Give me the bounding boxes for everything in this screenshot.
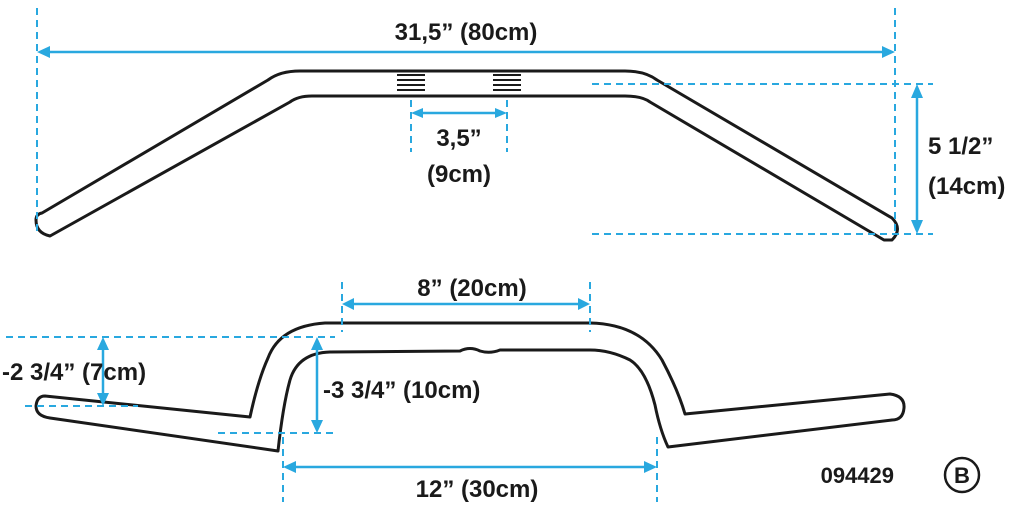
- top-width-arrow-right: [578, 298, 590, 310]
- center-arrow-right: [495, 108, 507, 118]
- center-width-inches-label: 3,5”: [436, 125, 481, 152]
- rise-cm-label: (14cm): [928, 173, 1005, 200]
- pullback-arrow-bottom: [97, 393, 109, 406]
- base-width-arrow-left: [283, 461, 296, 473]
- part-number: 094429: [821, 463, 894, 488]
- revision-badge-circle: [943, 456, 981, 494]
- rise-inches-label: 5 1/2”: [928, 133, 993, 160]
- drop-arrow-bottom: [311, 420, 323, 433]
- drop-label: -3 3/4” (10cm): [323, 377, 480, 404]
- top-view: 31,5” (80cm) 3,5” (9cm) 5 1/2” (14cm): [34, 8, 1005, 242]
- revision-badge-letter: B: [954, 463, 970, 488]
- pullback-arrow-top: [97, 337, 109, 350]
- width-arrow-right: [882, 46, 895, 58]
- base-width-label: 12” (30cm): [416, 476, 539, 503]
- top-width-arrow-left: [342, 298, 354, 310]
- center-width-cm-label: (9cm): [427, 161, 491, 188]
- side-handlebar-outline: [34, 321, 906, 453]
- top-handlebar-outline: [34, 69, 899, 242]
- base-width-arrow-right: [644, 461, 657, 473]
- rise-arrow-top: [911, 84, 923, 98]
- width-arrow-left: [37, 46, 50, 58]
- pullback-label: -2 3/4” (7cm): [2, 359, 146, 386]
- overall-width-label: 31,5” (80cm): [395, 19, 538, 46]
- rise-arrow-bottom: [911, 220, 923, 234]
- side-view: 8” (20cm) -2 3/4” (7cm) -3 3/4” (10cm) 1…: [2, 275, 906, 503]
- drop-arrow-top: [311, 337, 323, 350]
- knurling-right: [493, 74, 521, 91]
- center-arrow-left: [411, 108, 423, 118]
- top-width-label: 8” (20cm): [417, 275, 526, 302]
- knurling-left: [397, 74, 425, 91]
- part-number-block: 094429 B: [821, 456, 981, 494]
